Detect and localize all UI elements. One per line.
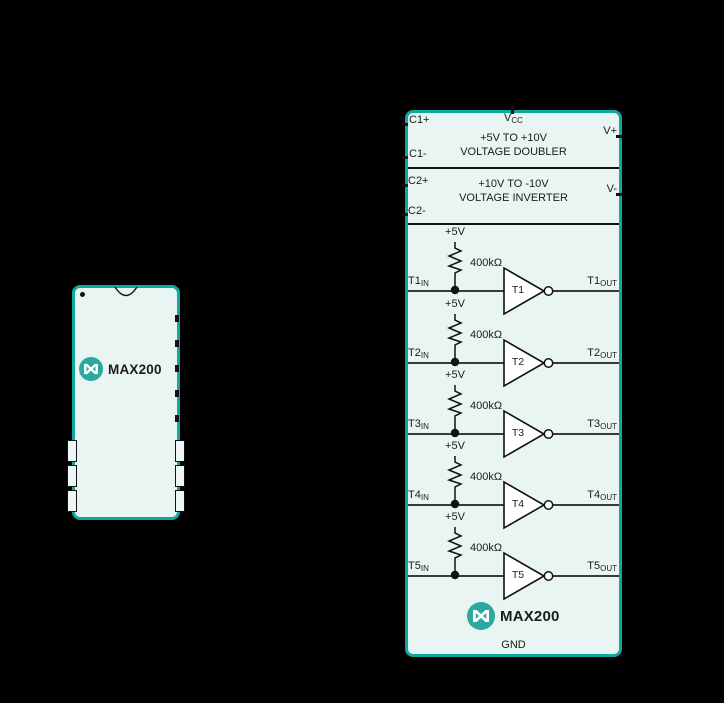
pin-label-vminus: V-: [606, 183, 617, 195]
resistor-icon: [446, 527, 463, 580]
vcc-sub: CC: [511, 116, 523, 125]
maxim-logo-icon: [79, 357, 103, 381]
resistor-icon: [446, 314, 463, 367]
resistor-icon: [446, 242, 463, 295]
doubler-title-line2: VOLTAGE DOUBLER: [460, 146, 567, 158]
pin-notch: [175, 390, 179, 397]
supply-label: +5V: [445, 511, 465, 523]
tout-label: T5OUT: [553, 561, 617, 574]
resistor-value-label: 400kΩ: [470, 329, 503, 341]
inverter-buffer-icon: [503, 551, 554, 601]
tout-label: T4OUT: [553, 490, 617, 503]
vplus-pin-tick: [616, 135, 622, 138]
pin-stub: [175, 440, 185, 462]
inverter-buffer-icon: [503, 338, 554, 388]
pin-label-c2m: C2-: [408, 205, 426, 217]
tout-sub: OUT: [600, 493, 617, 502]
tout-sub: OUT: [600, 564, 617, 573]
c1p-pin-tick: [402, 123, 408, 126]
tin-base: T2: [408, 347, 421, 359]
pin-stub: [175, 465, 185, 487]
buffer-name-label: T3: [511, 427, 525, 439]
gnd-label: GND: [501, 639, 526, 651]
vcc-pin-tick: [511, 105, 514, 114]
resistor-value-label: 400kΩ: [470, 471, 503, 483]
tin-sub: IN: [420, 564, 429, 573]
vminus-pin-tick: [616, 193, 622, 196]
tout-base: T5: [587, 560, 601, 572]
tin-sub: IN: [420, 351, 429, 360]
inverter-title-line1: +10V TO -10V: [478, 178, 549, 190]
tout-label: T1OUT: [553, 276, 617, 289]
pin-label-c2p: C2+: [408, 175, 429, 187]
resistor-icon: [446, 456, 463, 509]
pin-stub: [175, 490, 185, 512]
package-notch: [114, 287, 138, 297]
pin-notch: [175, 365, 179, 372]
pin-notch: [175, 340, 179, 347]
pin1-dot-icon: [80, 292, 85, 297]
vcc-label: VCC: [405, 113, 622, 126]
resistor-icon: [446, 385, 463, 438]
inverter-buffer-icon: [503, 266, 554, 316]
pin-stub: [67, 490, 77, 512]
tout-base: T1: [587, 275, 601, 287]
tin-label: T5IN: [408, 561, 429, 574]
tout-label: T3OUT: [553, 419, 617, 432]
tin-label: T2IN: [408, 348, 429, 361]
tin-label: T3IN: [408, 419, 429, 432]
pin-label-vplus: V+: [603, 125, 617, 137]
tin-label: T4IN: [408, 490, 429, 503]
tin-base: T4: [408, 489, 421, 501]
buffer-name-label: T4: [511, 498, 525, 510]
c2m-pin-tick: [402, 213, 408, 216]
section-divider: [408, 223, 619, 225]
pin-stub: [67, 465, 77, 487]
pin-label-c1m: C1-: [409, 148, 427, 160]
tout-base: T4: [587, 489, 601, 501]
tin-base: T5: [408, 560, 421, 572]
buffer-name-label: T2: [511, 356, 525, 368]
pin-notch: [175, 415, 179, 422]
tout-sub: OUT: [600, 279, 617, 288]
inverter-buffer-icon: [503, 409, 554, 459]
tout-base: T2: [587, 347, 601, 359]
c1m-pin-tick: [402, 156, 408, 159]
tout-sub: OUT: [600, 422, 617, 431]
tin-base: T1: [408, 275, 421, 287]
supply-label: +5V: [445, 298, 465, 310]
tin-label: T1IN: [408, 276, 429, 289]
vcc-base: V: [504, 112, 512, 124]
tin-sub: IN: [420, 493, 429, 502]
tout-label: T2OUT: [553, 348, 617, 361]
buffer-name-label: T5: [511, 569, 525, 581]
c2p-pin-tick: [402, 184, 408, 187]
tout-sub: OUT: [600, 351, 617, 360]
tin-base: T3: [408, 418, 421, 430]
inverter-buffer-icon: [503, 480, 554, 530]
block-part-label: MAX200: [500, 608, 560, 625]
section-divider: [408, 167, 619, 169]
tout-base: T3: [587, 418, 601, 430]
pin-notch: [175, 315, 179, 322]
resistor-value-label: 400kΩ: [470, 542, 503, 554]
doubler-title-line1: +5V TO +10V: [480, 132, 547, 144]
supply-label: +5V: [445, 369, 465, 381]
dip-package-outline: [72, 285, 180, 520]
tin-sub: IN: [420, 422, 429, 431]
tin-sub: IN: [420, 279, 429, 288]
inverter-title-line2: VOLTAGE INVERTER: [459, 192, 568, 204]
resistor-value-label: 400kΩ: [470, 257, 503, 269]
maxim-logo-icon: [467, 602, 495, 630]
supply-label: +5V: [445, 226, 465, 238]
package-part-label: MAX200: [108, 362, 162, 377]
pin-label-c1p: C1+: [409, 114, 430, 126]
pin-stub: [67, 440, 77, 462]
supply-label: +5V: [445, 440, 465, 452]
buffer-name-label: T1: [511, 284, 525, 296]
resistor-value-label: 400kΩ: [470, 400, 503, 412]
